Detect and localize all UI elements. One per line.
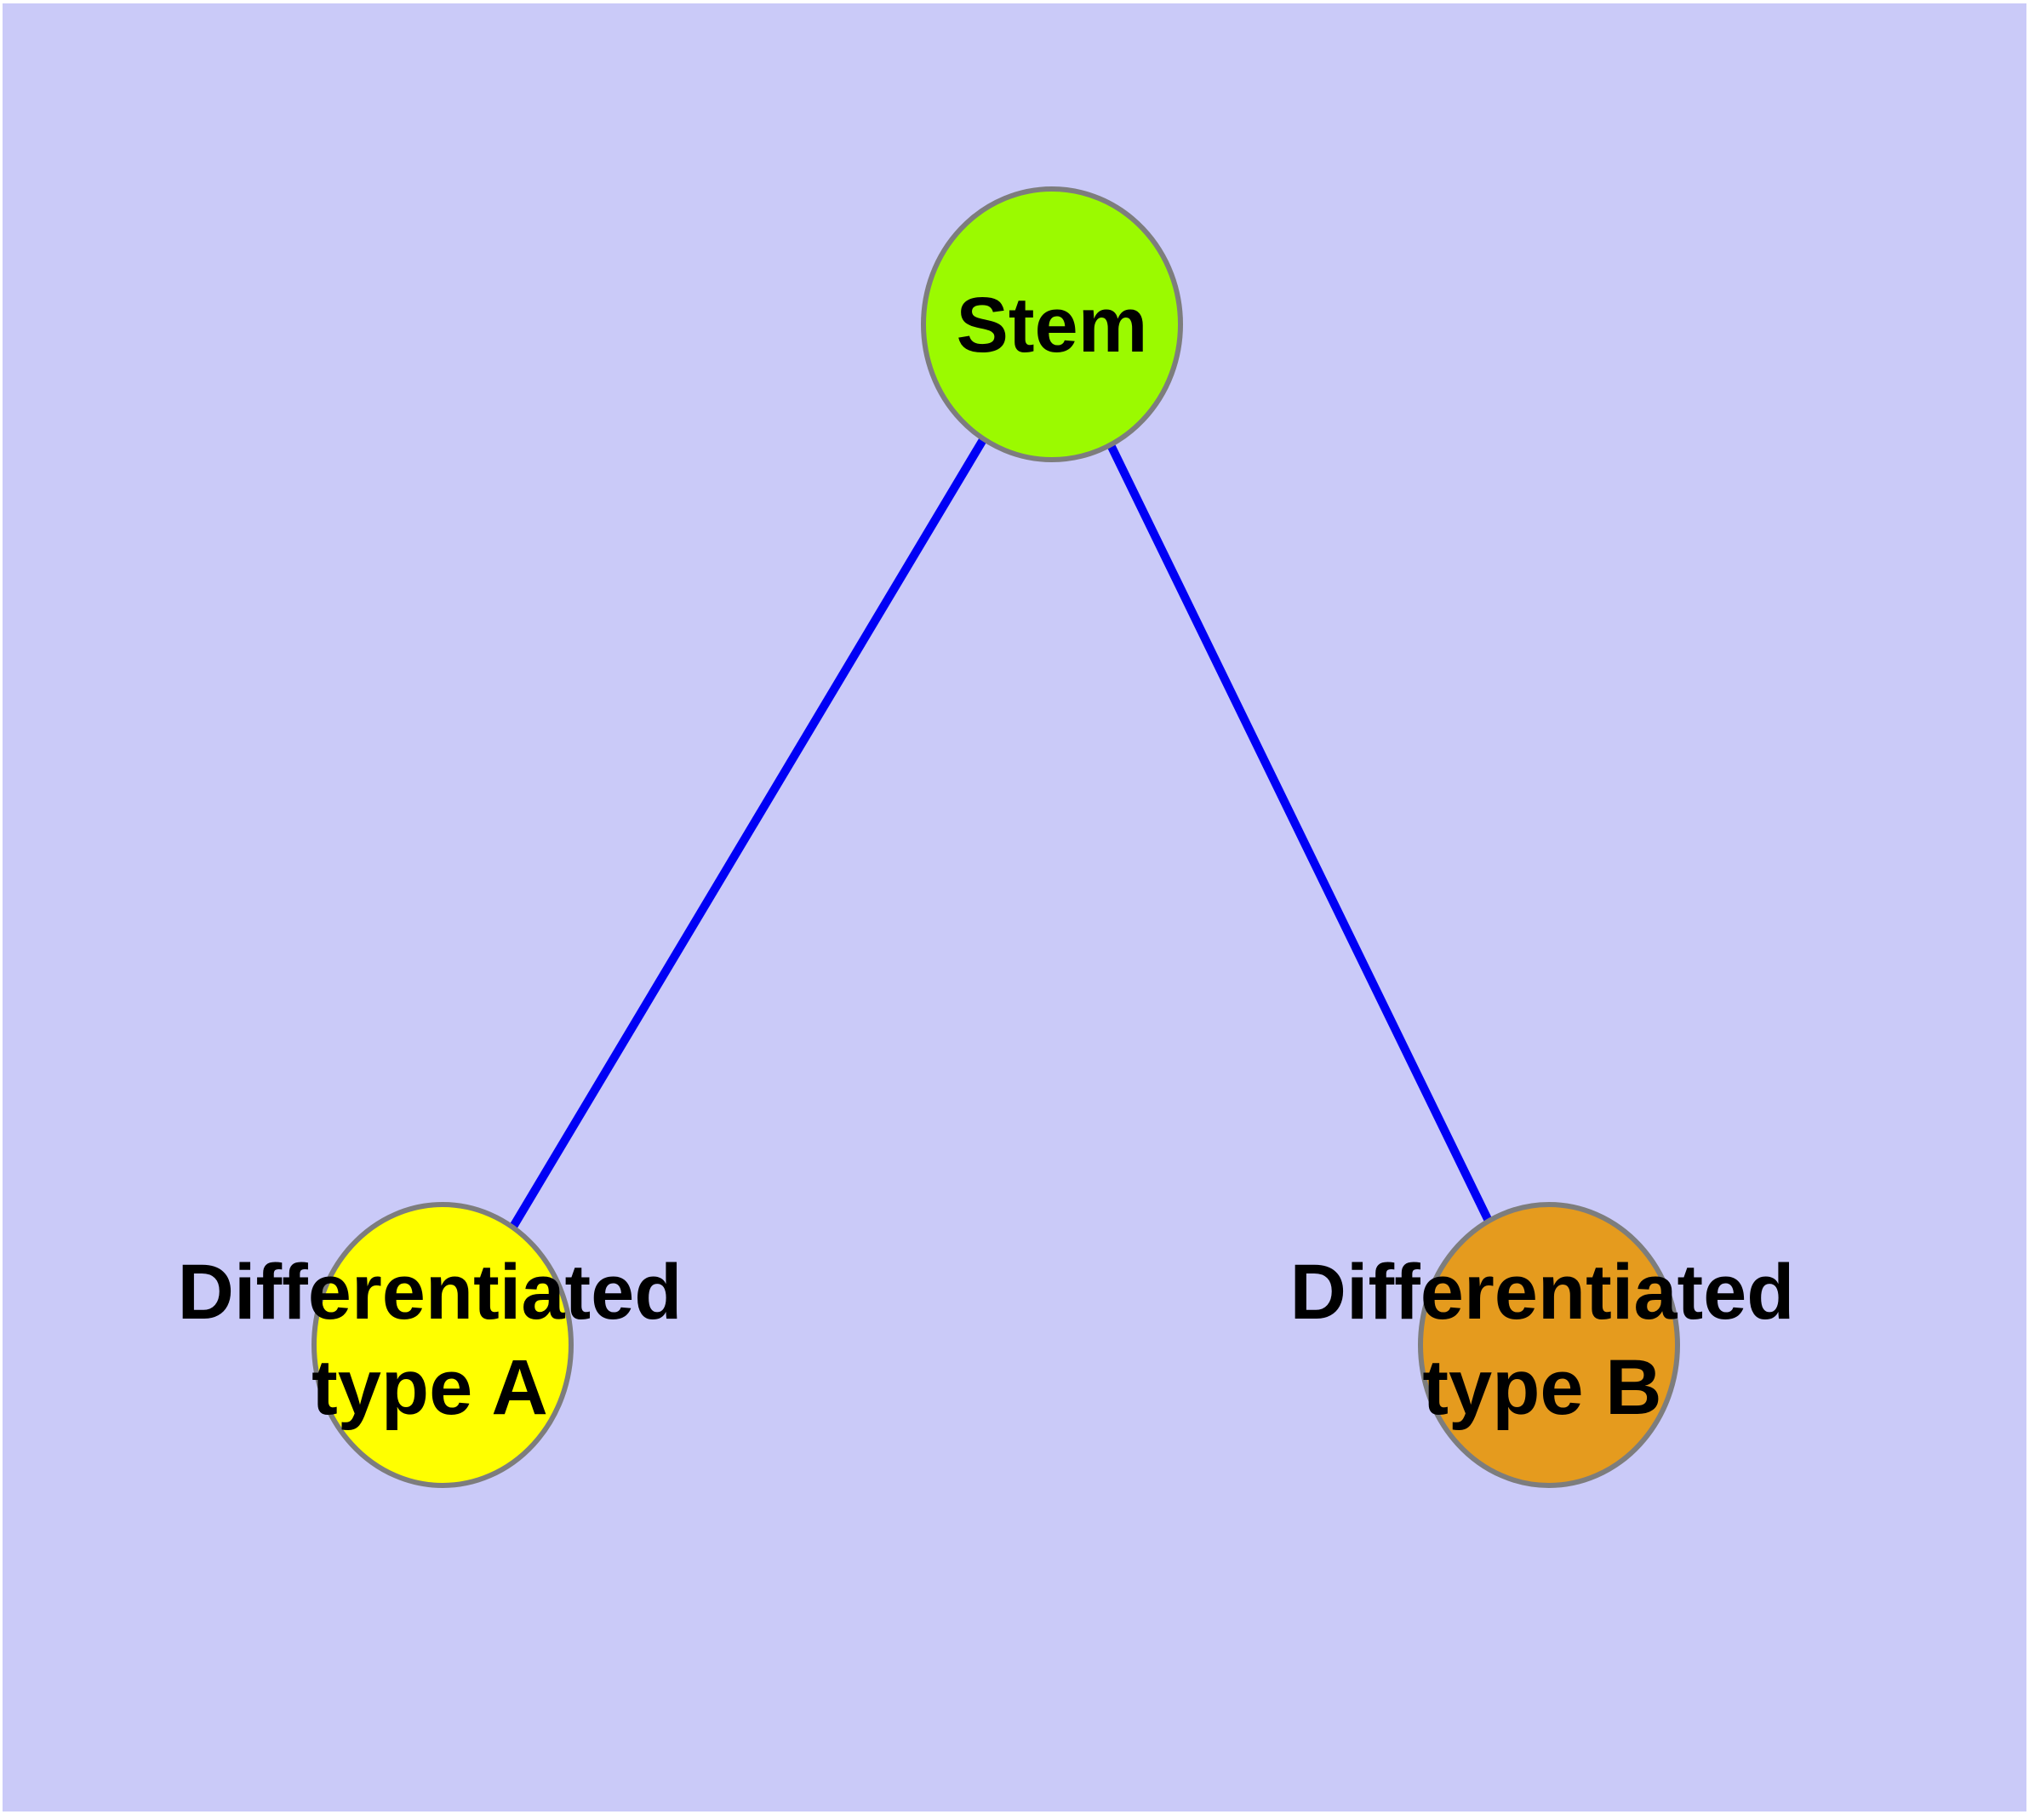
node-type-b-label-line2: type B	[1422, 1344, 1661, 1431]
node-type-a-label-line2: type A	[311, 1344, 548, 1431]
node-stem-circle	[921, 186, 1183, 462]
edge-stem-to-type-a	[438, 322, 1056, 1348]
node-type-b-circle	[1418, 1202, 1680, 1488]
node-type-a-label-line1: Differentiated	[178, 1249, 683, 1336]
node-stem-label: Stem	[957, 282, 1148, 369]
node-type-b-label-line1: Differentiated	[1290, 1249, 1795, 1336]
edge-stem-to-type-b	[1048, 322, 1553, 1348]
node-type-a-circle	[311, 1202, 574, 1488]
